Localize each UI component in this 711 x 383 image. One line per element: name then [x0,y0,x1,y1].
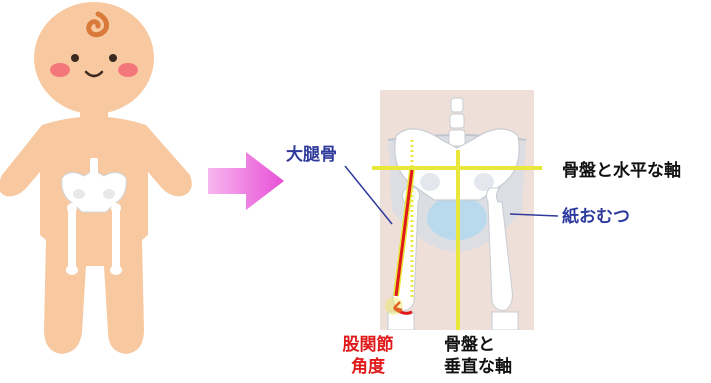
pelvis-horizontal-axis-label: 骨盤と水平な軸 [562,160,681,182]
paper-diaper-label: 紙おむつ [562,206,630,228]
hip-angle-label: 股関節 角度 [330,334,406,378]
femur-leader-line [345,166,392,224]
pelvis-vertical-axis-label: 骨盤と 垂直な軸 [444,334,512,378]
hip-angle-label-line2: 角度 [330,356,406,378]
diaper-leader-line [510,214,558,216]
hip-angle-label-line1: 股関節 [330,334,406,356]
pelvis-vertical-axis-label-line1: 骨盤と [444,334,512,356]
femur-label: 大腿骨 [286,144,337,166]
pelvis-vertical-axis-label-line2: 垂直な軸 [444,356,512,378]
